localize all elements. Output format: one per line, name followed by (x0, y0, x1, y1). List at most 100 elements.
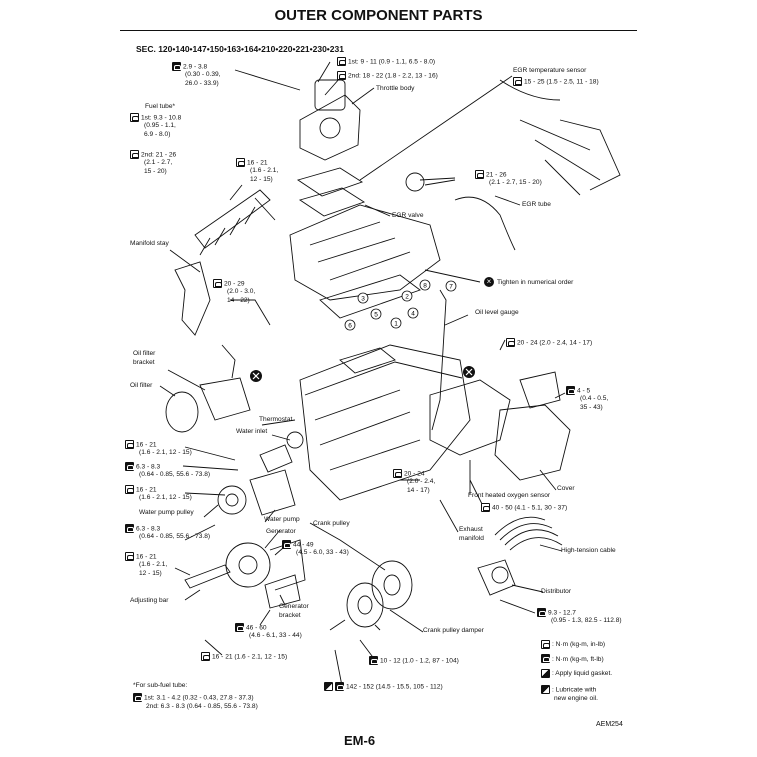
label-water-pump-pulley: Water pump pulley (139, 509, 194, 516)
label-generator-bracket-a: Generator (279, 603, 309, 610)
liquid-gasket-icon (541, 668, 550, 678)
seq-marker-5: 5 (370, 308, 382, 320)
fuel-rail-shape (194, 189, 271, 249)
torque-wrench-icon (125, 552, 134, 561)
label-exhaust-manifold-b: manifold (459, 535, 484, 542)
label-t20-b: (2.0 - 3.0, (227, 288, 256, 295)
distributor-shape (477, 559, 516, 596)
label-fuel-1st: 1st: 9.3 - 10.8 (130, 113, 181, 123)
label-t16-gen-a: 16 - 21 (125, 552, 157, 562)
label-egr-valve-torque-a: 21 - 26 (475, 170, 507, 180)
label-sub-fuel-title: *For sub-fuel tube: (133, 682, 188, 689)
seq-marker-6: 6 (344, 319, 356, 331)
torque-wrench-icon (481, 503, 490, 512)
label-t93-b: (0.95 - 1.3, 82.5 - 112.8) (551, 617, 622, 624)
torque-wrench-icon (337, 71, 346, 80)
torque-wrench-dark-icon (125, 524, 134, 533)
label-fuel-1st-b: (0.95 - 1.1, (144, 122, 176, 129)
torque-wrench-icon (506, 338, 515, 347)
label-water-pump: Water pump (264, 516, 300, 523)
label-thermostat: Thermostat (259, 416, 293, 423)
label-t10-bottom: 10 - 12 (1.0 - 1.2, 87 - 104) (369, 656, 459, 666)
svg-text:2: 2 (405, 294, 409, 301)
manifold-stay-shape (174, 261, 211, 336)
label-oil-filter-bracket-a: Oil filter (133, 350, 156, 357)
label-t63-wp-a: 6.3 - 8.3 (125, 524, 160, 534)
seq-marker-8: 8 (419, 279, 431, 291)
label-t16-wi-b: (1.6 - 2.1, 12 - 15) (139, 449, 192, 456)
torque-wrench-icon (541, 639, 550, 649)
label-t20-24-ex-c: 14 - 17) (407, 487, 430, 494)
label-torque-top-left-2: (0.30 - 0.39, (185, 71, 221, 78)
label-exhaust-manifold-a: Exhaust (459, 526, 483, 533)
label-t46-b: (4.6 - 6.1, 33 - 44) (249, 632, 302, 639)
label-egr-temp-torque: 15 - 25 (1.5 - 2.5, 11 - 18) (513, 77, 599, 87)
label-t20-c: 14 - 22) (227, 297, 250, 304)
label-t16-b: (1.6 - 2.1, (250, 167, 279, 174)
torque-wrench-dark-icon (566, 386, 575, 395)
label-t44-b: (4.5 - 6.0, 33 - 43) (296, 549, 349, 556)
generator-shape (225, 542, 271, 588)
label-fuel-2nd-b: (2.1 - 2.7, (144, 159, 173, 166)
label-t20-a: 20 - 29 (213, 279, 245, 289)
label-t44-a: 44 - 49 (282, 540, 314, 550)
label-t20-24-top: 20 - 24 (2.0 - 2.4, 14 - 17) (506, 338, 592, 348)
label-throttle-1st: 1st: 9 - 11 (0.9 - 1.1, 6.5 - 8.0) (337, 57, 435, 67)
water-pump-pulley-shape (217, 485, 247, 515)
engine-oil-icon (324, 682, 333, 691)
torque-wrench-icon (201, 652, 210, 661)
x-marks (250, 366, 475, 382)
torque-wrench-icon (513, 77, 522, 86)
torque-wrench-icon (475, 170, 484, 179)
label-tighten: ×Tighten in numerical order (484, 277, 573, 287)
label-fuel-2nd: 2nd: 21 - 26 (130, 150, 176, 160)
label-t4-a: 4 - 5 (566, 386, 590, 396)
torque-wrench-icon (213, 279, 222, 288)
label-crank-pulley-damper: Crank pulley damper (423, 627, 484, 634)
label-adjusting-bar: Adjusting bar (130, 597, 169, 604)
torque-wrench-dark-icon (335, 682, 344, 691)
label-egr-tube: EGR tube (522, 201, 551, 208)
label-high-tension-cable: High-tension cable (561, 547, 616, 554)
oil-filter-bracket-shape (199, 377, 251, 421)
label-egr-valve: EGR valve (392, 212, 424, 219)
label-t46-a: 46 - 60 (235, 623, 267, 633)
torque-wrench-icon (130, 113, 139, 122)
label-crank-pulley: Crank pulley (313, 520, 350, 527)
torque-wrench-icon (130, 150, 139, 159)
label-t20-24-ex-b: (2.0 - 2.4, (407, 478, 436, 485)
label-manifold-stay: Manifold stay (130, 240, 169, 247)
torque-wrench-icon (393, 469, 402, 478)
oil-filter-shape (165, 391, 199, 433)
label-t20-24-ex-a: 20 - 24 (393, 469, 425, 479)
torque-wrench-dark-icon (282, 540, 291, 549)
svg-text:1: 1 (394, 321, 398, 328)
svg-text:8: 8 (423, 283, 427, 290)
label-oil-level-gauge: Oil level gauge (475, 309, 519, 316)
sequence-markers: 1 2 3 4 5 6 7 8 (344, 279, 457, 331)
seq-marker-2: 2 (401, 290, 413, 302)
exhaust-manifold-shape (429, 379, 511, 456)
label-sub-fuel-2nd: 2nd: 6.3 - 8.3 (0.64 - 0.85, 55.6 - 73.8… (146, 703, 258, 710)
throttle-body-shape (299, 94, 361, 161)
label-fuel-tube: Fuel tube* (145, 103, 176, 110)
section-reference: SEC. 120•140•147•150•163•164•210•220•221… (136, 44, 344, 54)
label-distributor: Distributor (541, 588, 572, 595)
torque-wrench-dark-icon (369, 656, 378, 665)
label-t63-a: 6.3 - 8.3 (125, 462, 160, 472)
label-t142-bottom: 142 - 152 (14.5 - 15.5, 105 - 112) (324, 682, 443, 692)
label-t16-gen-b: (1.6 - 2.1, (139, 561, 168, 568)
label-water-inlet: Water inlet (236, 428, 268, 435)
label-fuel-2nd-c: 15 - 20) (144, 168, 167, 175)
figure-code: AEM254 (596, 721, 623, 728)
legend-item: : N·m (kg-m, in-lb) (541, 638, 612, 653)
label-t16-gen-c: 12 - 15) (139, 570, 162, 577)
label-sub-fuel-1st: 1st: 3.1 - 4.2 (0.32 - 0.43, 27.8 - 37.3… (133, 693, 254, 703)
label-front-o2: Front heated oxygen sensor (468, 492, 551, 499)
engine-oil-icon (541, 684, 550, 694)
svg-text:4: 4 (411, 311, 415, 318)
torque-wrench-icon (125, 440, 134, 449)
label-t16-wp-a: 16 - 21 (125, 485, 157, 495)
label-oil-filter-bracket-b: bracket (133, 359, 155, 366)
